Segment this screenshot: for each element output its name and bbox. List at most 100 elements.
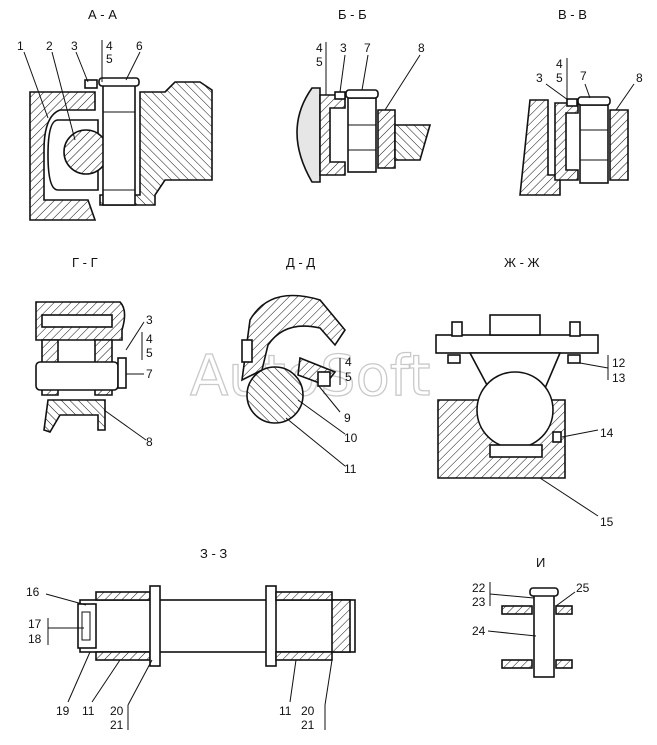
pin-v-head: [577, 96, 611, 106]
callout-g-3: 3: [146, 313, 153, 327]
callout-5: 5: [106, 52, 113, 66]
shaft-z: [79, 599, 356, 653]
callout-d-10: 10: [344, 431, 358, 445]
bracket-right: [99, 81, 213, 206]
flange-mid: [265, 585, 277, 667]
callout-d-11: 11: [344, 462, 357, 476]
nut-left: [447, 354, 461, 364]
stud-right: [569, 321, 581, 337]
section-z-z: З - З 16 17 18 19 11 20 21 11 20 21: [26, 546, 356, 732]
clip-part-17: [81, 611, 91, 641]
callout-g-5: 5: [146, 346, 153, 360]
leader-v-8: [615, 83, 635, 111]
callout-v-7: 7: [580, 69, 587, 83]
yoke-v-right: [609, 109, 629, 181]
leader-g-8: [103, 409, 147, 441]
callout-z-19: 19: [56, 704, 70, 718]
callout-2: 2: [46, 39, 53, 53]
top-cap-g-inner: [41, 314, 113, 328]
stud-left: [451, 321, 463, 337]
plate-i-top-left: [501, 605, 533, 615]
pin-v: [579, 104, 609, 184]
leader-b-3: [339, 54, 346, 93]
nut-part-3: [84, 79, 98, 89]
bolt-d: [317, 371, 331, 387]
callout-6: 6: [136, 39, 143, 53]
callout-z-21b: 21: [301, 718, 315, 732]
bottom-arm-g: [43, 399, 106, 433]
section-title-zh-zh: Ж - Ж: [504, 255, 540, 270]
cap-dome: [296, 87, 321, 183]
callout-b-8: 8: [418, 41, 425, 55]
section-title-i: И: [536, 555, 545, 570]
callout-zh-15: 15: [600, 515, 614, 529]
callout-3: 3: [71, 39, 78, 53]
callout-z-21a: 21: [110, 718, 124, 732]
leader-3: [75, 51, 89, 83]
section-g-g: Г - Г 3 4 5 7 8: [35, 255, 153, 449]
section-i: И 22 23 25 24: [472, 555, 590, 678]
section-d-d: Д - Д 4 5 9 10 11: [241, 255, 358, 476]
callout-z-20a: 20: [110, 704, 124, 718]
pin-head: [98, 77, 140, 87]
leader-z-11b: [289, 659, 297, 703]
end-plate-right: [331, 599, 351, 653]
leader-z-11a: [91, 659, 121, 703]
leader-d-9: [317, 384, 341, 413]
callout-zh-12: 12: [612, 356, 626, 370]
leader-b-8: [384, 54, 421, 111]
ball-zh: [476, 371, 554, 449]
plate-i-bottom-right: [555, 659, 573, 669]
yoke-b-right: [377, 109, 396, 169]
section-a-a: А - А 1 2 3 4 5 6: [17, 7, 213, 221]
bushing-left: [95, 591, 151, 601]
leader-zh-12-13b: [579, 362, 609, 369]
arm-b: [394, 124, 432, 161]
callout-z-18: 18: [28, 632, 42, 646]
callout-v-5: 5: [556, 71, 563, 85]
leader-d-11: [285, 417, 346, 467]
pin-i-head: [529, 587, 559, 597]
section-title-b-b: Б - Б: [338, 7, 367, 22]
leader-d-10: [297, 399, 346, 435]
callout-v-8: 8: [636, 71, 643, 85]
callout-v-4: 4: [556, 57, 563, 71]
top-plate: [435, 334, 599, 354]
leader-z-20-21a-b: [127, 659, 153, 706]
housing-part-1: [29, 91, 97, 221]
callout-zh-13: 13: [612, 371, 626, 385]
callout-b-3: 3: [340, 41, 347, 55]
callout-g-7: 7: [146, 367, 153, 381]
pin-g: [35, 361, 119, 391]
leader-i-24: [487, 630, 537, 637]
nut-g: [117, 357, 127, 389]
plate-i-bottom-left: [501, 659, 533, 669]
yoke-v: [554, 102, 579, 181]
section-b-b: Б - Б 4 5 3 7 8: [296, 7, 432, 183]
leader-zh-15: [539, 477, 599, 517]
top-boss: [489, 314, 541, 336]
callout-zh-14: 14: [600, 426, 614, 440]
callout-z-17: 17: [28, 617, 42, 631]
leader-1: [23, 51, 49, 119]
pin-part-6: [102, 84, 136, 206]
pin-b-head: [345, 89, 379, 99]
leader-v-7: [584, 83, 591, 99]
fitting-part-14: [552, 431, 562, 443]
callout-d-5: 5: [345, 370, 352, 384]
callout-4: 4: [106, 39, 113, 53]
yoke-d: [241, 294, 346, 382]
nut-b: [334, 91, 346, 100]
callout-b-5: 5: [316, 55, 323, 69]
callout-z-20b: 20: [301, 704, 315, 718]
leader-v-3: [545, 83, 569, 101]
callout-g-4: 4: [146, 332, 153, 346]
leader-6: [125, 51, 141, 81]
clamp-d: [241, 339, 253, 363]
leader-z-20-21b-b: [324, 659, 333, 706]
callout-d-4: 4: [345, 355, 352, 369]
section-v-v: В - В 4 5 3 7 8: [519, 7, 643, 196]
leader-i-22-23b: [489, 593, 535, 599]
bushing-right: [275, 591, 333, 601]
bracket-v: [519, 99, 561, 196]
